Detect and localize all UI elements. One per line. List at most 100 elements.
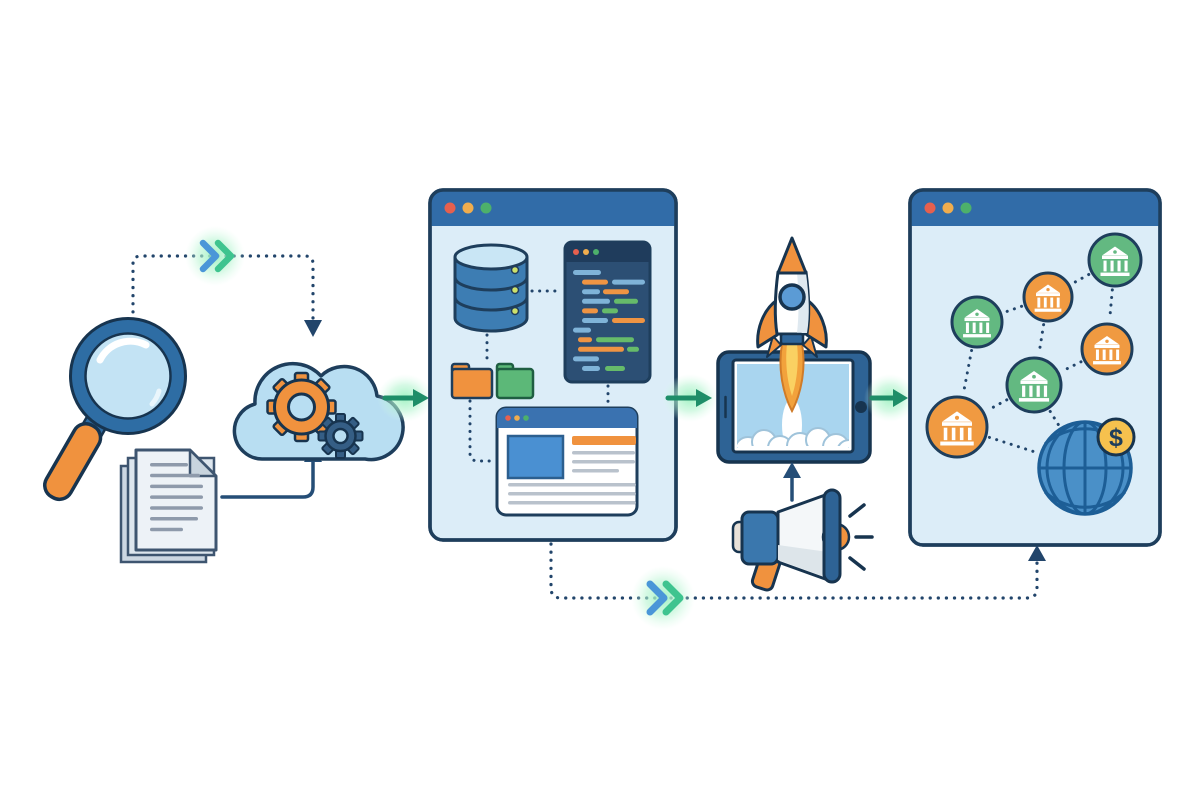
- code-bar: [582, 366, 600, 371]
- browser-header-bar: [430, 190, 676, 226]
- webpage-line: [572, 469, 619, 473]
- lens-highlight: [96, 337, 150, 364]
- arrowhead-up-icon: [1028, 545, 1046, 561]
- sound-waves-icon: [848, 503, 874, 571]
- dotted-connector-research-to-cloud: [131, 226, 322, 337]
- code-bar: [582, 308, 598, 314]
- document-line: [150, 484, 203, 489]
- database-icon: [453, 243, 529, 333]
- code-bar: [578, 337, 592, 343]
- arrow-browser-to-tablet-icon: [662, 374, 718, 422]
- code-bar: [573, 270, 601, 275]
- network-link: [961, 348, 974, 396]
- webpage-line: [508, 501, 636, 505]
- code-bar: [612, 279, 645, 285]
- arrowhead-down-icon: [304, 320, 322, 337]
- webpage-line: [508, 492, 636, 496]
- rocket-nozzle: [779, 332, 805, 346]
- webpage-line: [572, 451, 635, 455]
- code-editor-icon: [563, 240, 652, 384]
- code-bar: [578, 346, 624, 352]
- connector-megaphone-to-tablet: [783, 462, 801, 502]
- code-bar: [612, 318, 645, 323]
- traffic-light-dots: [444, 202, 492, 214]
- double-chevron-icon: [199, 239, 235, 273]
- bank-node-icon: [1087, 232, 1143, 288]
- dollar-symbol: $: [1109, 424, 1123, 452]
- megaphone-back: [740, 510, 780, 566]
- code-bar: [582, 289, 600, 295]
- browser-header-bar: [910, 190, 1160, 226]
- internal-dotted-links: [468, 289, 610, 463]
- rocket-nose-cone: [776, 236, 808, 275]
- arrowhead-up-icon: [783, 462, 801, 478]
- code-bar: [603, 289, 629, 295]
- document-text-lines: [150, 463, 203, 532]
- document-line: [150, 517, 198, 521]
- cloud-processing-icon: [232, 361, 405, 462]
- network-link: [1071, 273, 1091, 285]
- code-bar: [614, 298, 638, 304]
- gear-large-icon: [266, 371, 337, 443]
- documents-icon: [119, 448, 218, 564]
- traffic-light-dots: [924, 202, 972, 214]
- webpage-header-bar: [497, 408, 637, 428]
- bank-node-icon: [1005, 356, 1063, 414]
- bank-node-icon: [1022, 271, 1074, 323]
- code-bar: [582, 318, 608, 323]
- code-bar: [573, 327, 591, 333]
- code-bar: [582, 298, 610, 304]
- dotted-connector-bottom: [549, 542, 1046, 630]
- rocket-icon: [756, 236, 828, 414]
- folder-orange-icon: [450, 362, 494, 400]
- rocket-window: [778, 283, 806, 311]
- bank-network-nodes: [925, 232, 1143, 459]
- browser-window-development: [428, 188, 678, 542]
- webpage-card-icon: [495, 406, 639, 517]
- bank-node-icon: [925, 395, 989, 459]
- webpage-line: [572, 460, 635, 464]
- tablet-launch-icon: [716, 236, 872, 464]
- document-line: [150, 506, 203, 510]
- bank-node-icon: [1080, 322, 1134, 376]
- bank-node-icon: [950, 295, 1004, 349]
- webpage-traffic-dots: [505, 415, 529, 421]
- webpage-text-lines-right: [572, 451, 635, 473]
- arrow-cloud-to-browser-icon: [377, 374, 433, 422]
- network-link: [1048, 409, 1061, 427]
- webpage-headline-bar: [572, 436, 636, 445]
- folder-green-icon: [495, 362, 535, 400]
- page-fold-corner: [188, 448, 218, 478]
- tablet-home-button: [855, 401, 867, 413]
- code-bar: [602, 308, 618, 314]
- megaphone-rim: [822, 488, 842, 584]
- code-bar: [573, 356, 599, 362]
- double-chevron-icon: [646, 580, 684, 616]
- network-link: [1037, 323, 1046, 356]
- webpage-text-lines-bottom: [508, 483, 636, 505]
- launch-smoke-clouds: [737, 399, 849, 448]
- arrow-tablet-to-network-icon: [864, 374, 916, 422]
- dollar-coin-icon: $: [1096, 417, 1136, 457]
- code-lines: [573, 270, 645, 371]
- gear-small-icon: [317, 413, 364, 459]
- code-editor-header: [565, 242, 650, 262]
- browser-window-network: $: [908, 188, 1162, 547]
- document-line: [150, 463, 188, 467]
- network-link: [1002, 304, 1024, 314]
- code-bar: [596, 337, 634, 343]
- bank-network-links: [961, 273, 1114, 455]
- magnifier-icon: [43, 317, 187, 502]
- document-line: [150, 527, 183, 532]
- webpage-hero-image: [506, 434, 565, 480]
- rocket-fin-right: [805, 298, 828, 349]
- code-bar: [582, 279, 608, 285]
- document-line: [150, 495, 203, 499]
- network-link: [987, 435, 1039, 455]
- webpage-line: [508, 483, 636, 487]
- code-bar: [605, 366, 625, 371]
- document-line: [150, 473, 200, 478]
- megaphone-icon: [731, 488, 874, 592]
- code-editor-traffic-dots: [573, 249, 599, 255]
